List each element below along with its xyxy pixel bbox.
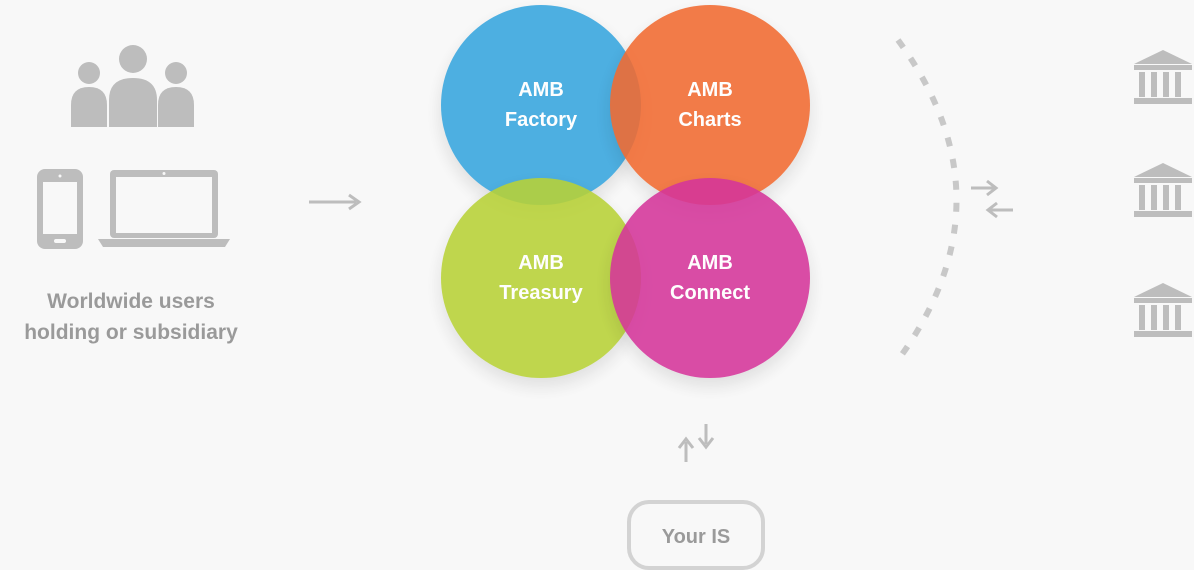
smartphone-icon <box>37 169 83 249</box>
module-connect-line2: Connect <box>670 282 750 304</box>
dashed-arc <box>895 38 960 362</box>
bank-icon <box>1134 283 1192 337</box>
module-charts[interactable]: AMB Charts <box>610 5 810 205</box>
module-factory[interactable]: AMB Factory <box>441 5 641 205</box>
module-factory-line2: Factory <box>504 109 578 131</box>
module-connect-line1: AMB <box>687 252 733 274</box>
module-charts-line1: AMB <box>687 79 733 101</box>
modules-cluster: AMB Factory AMB Charts AMB Treasury AMB … <box>441 5 810 378</box>
bank-icon <box>1134 163 1192 217</box>
module-charts-line2: Charts <box>678 109 742 131</box>
module-treasury[interactable]: AMB Treasury <box>441 178 641 378</box>
module-connect[interactable]: AMB Connect <box>610 178 810 378</box>
users-caption-line1: Worldwide users <box>47 290 215 313</box>
users-caption: Worldwide users holding or subsidiary <box>0 286 262 348</box>
bank-icon <box>1134 50 1192 104</box>
your-is-box[interactable]: Your IS <box>627 500 765 570</box>
module-factory-line1: AMB <box>518 79 564 101</box>
laptop-icon <box>98 170 230 247</box>
module-treasury-line1: AMB <box>518 252 564 274</box>
arrow-right-icon <box>309 193 362 211</box>
users-caption-line2: holding or subsidiary <box>24 321 238 344</box>
exchange-arrows-bottom-icon <box>677 424 715 462</box>
exchange-arrows-right-icon <box>971 179 1013 219</box>
module-treasury-line2: Treasury <box>499 282 583 304</box>
users-group-icon <box>71 45 194 127</box>
